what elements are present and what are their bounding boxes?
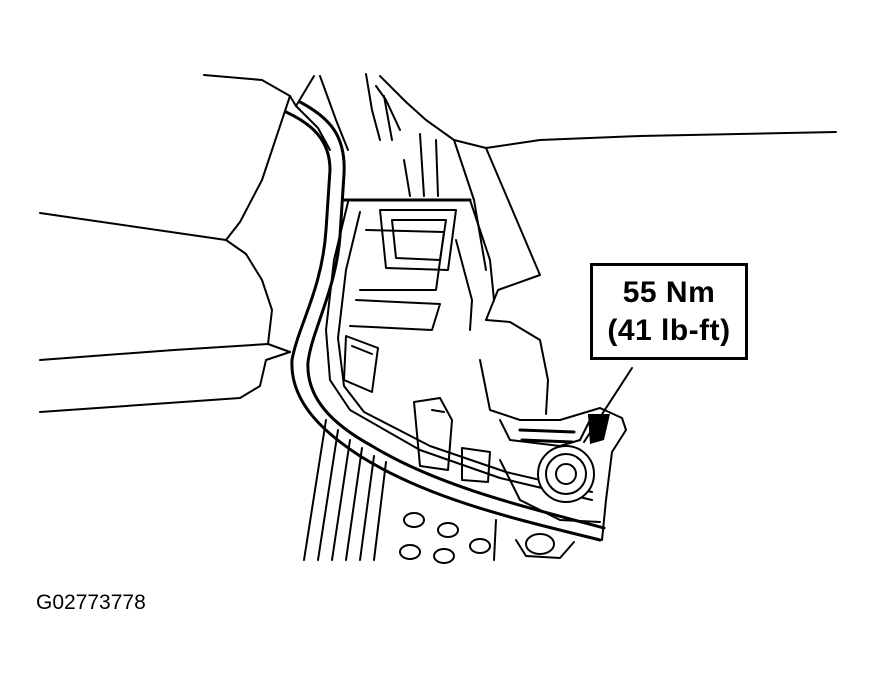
figure-id: G02773778 (36, 591, 146, 614)
left-side-trim (39, 179, 291, 413)
floor-rocker-panel (303, 419, 575, 564)
anchor-bolt (537, 445, 595, 503)
anchor-plate (479, 319, 627, 541)
torque-nm-label: 55 Nm (622, 275, 716, 309)
callout-leader-line (583, 367, 633, 443)
upper-panel-outline (203, 73, 837, 321)
retractor-mechanism (342, 85, 495, 483)
torque-callout: 55 Nm (41 lb-ft) (590, 263, 748, 360)
pillar-bracket (284, 100, 606, 542)
torque-lbft-label: (41 lb-ft) (607, 313, 731, 347)
